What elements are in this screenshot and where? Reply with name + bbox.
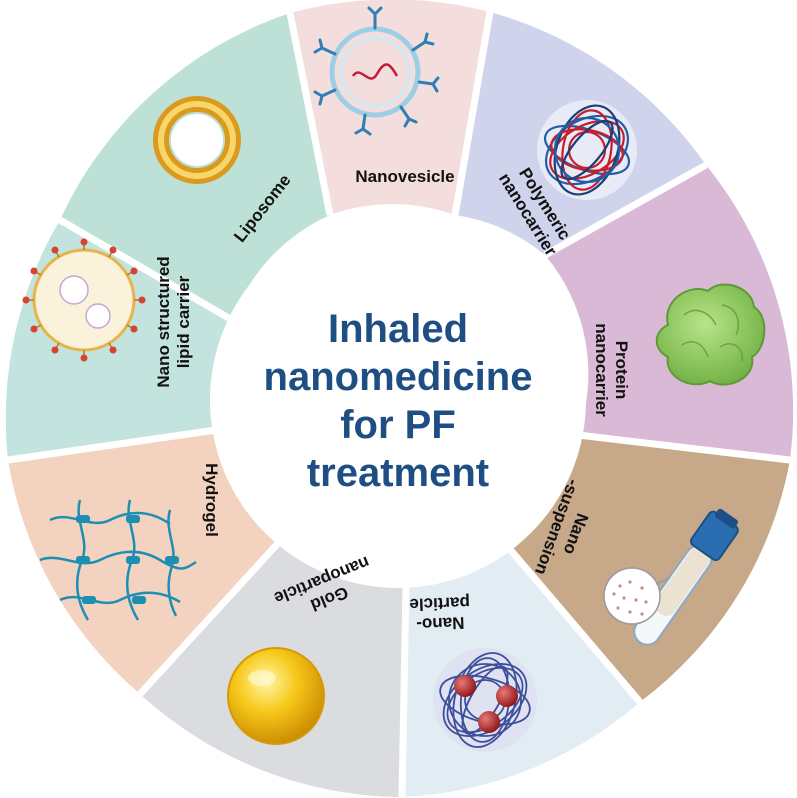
center-line-3: for PF xyxy=(340,403,456,447)
label-nlc-line2: lipid carrier xyxy=(174,275,193,368)
center-line-2: nanomedicine xyxy=(264,355,533,399)
label-protein-line2: nanocarrier xyxy=(592,323,611,417)
lipid-carrier-icon xyxy=(22,238,146,362)
nanoparticle-icon xyxy=(433,648,537,752)
liposome-ring-icon xyxy=(153,96,241,184)
segment-liposome-bg xyxy=(60,13,330,320)
hydrogel-network-icon xyxy=(39,499,197,621)
polymeric-nanocarrier-icon xyxy=(537,100,637,200)
center-title: Inhaled nanomedicine for PF treatment xyxy=(264,307,533,495)
nanovesicle-icon xyxy=(313,6,440,136)
segment-nanovesicle-bg xyxy=(290,0,490,215)
test-tube-icon xyxy=(603,508,739,646)
label-nanoparticle-line1: Nano- xyxy=(416,613,465,634)
label-hydrogel: Hydrogel xyxy=(202,463,221,537)
segment-dividers xyxy=(7,11,791,798)
center-line-1: Inhaled xyxy=(328,307,468,351)
label-protein-line1: Protein xyxy=(612,341,631,400)
label-nanovesicle: Nanovesicle xyxy=(355,167,454,186)
label-nanoparticle-line2: particle xyxy=(409,593,470,614)
gold-sphere-icon xyxy=(227,647,325,745)
protein-nanocarrier-icon xyxy=(655,283,766,386)
segment-nanosuspension-bg xyxy=(508,435,790,702)
segment-hydrogel-bg xyxy=(8,430,281,694)
center-line-4: treatment xyxy=(307,451,489,495)
label-nlc-line1: Nano structured xyxy=(154,256,173,387)
center-circle xyxy=(210,212,586,588)
